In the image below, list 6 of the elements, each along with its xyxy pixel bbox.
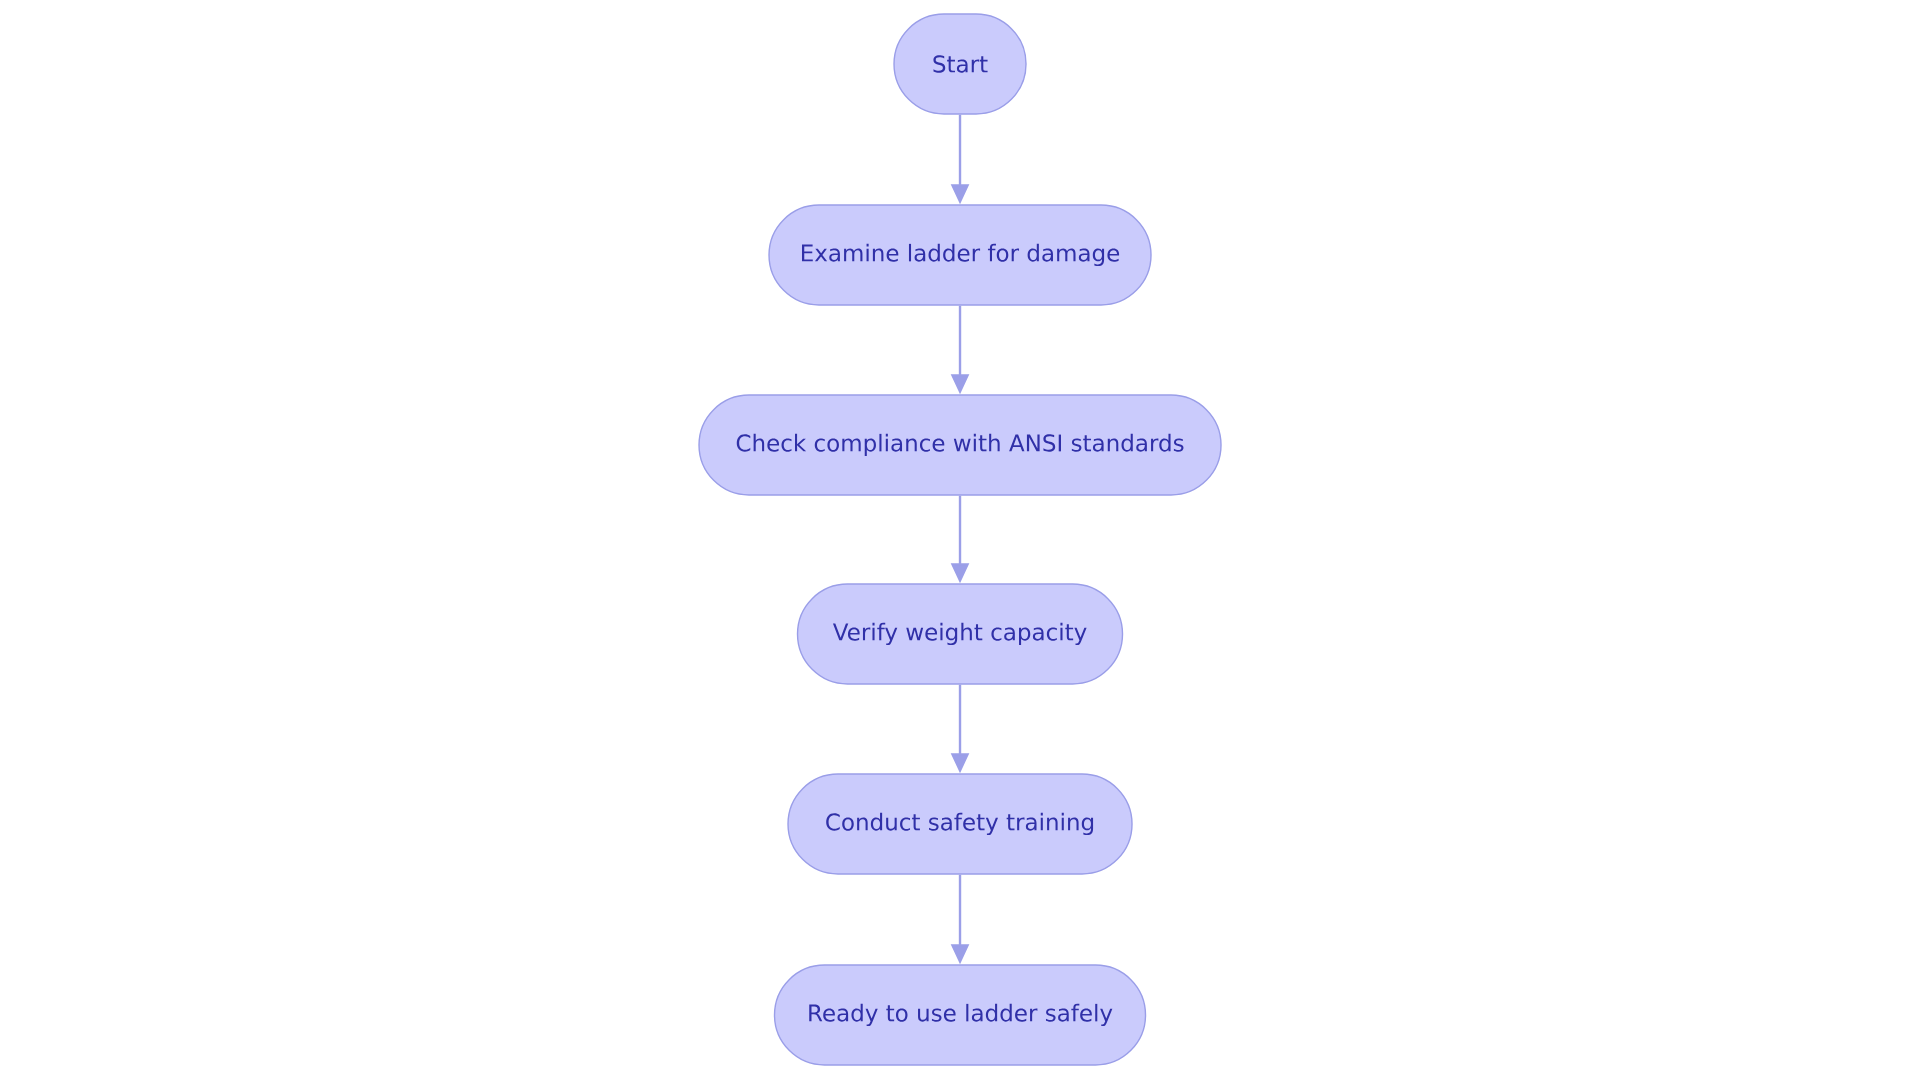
process-box: Verify weight capacity [796,583,1124,685]
process-box: Ready to use ladder safely [773,964,1147,1066]
process-box: Conduct safety training [787,773,1133,875]
process-box: Start [893,13,1027,115]
process-box: Check compliance with ANSI standards [698,394,1222,496]
process-box: Examine ladder for damage [768,204,1152,306]
